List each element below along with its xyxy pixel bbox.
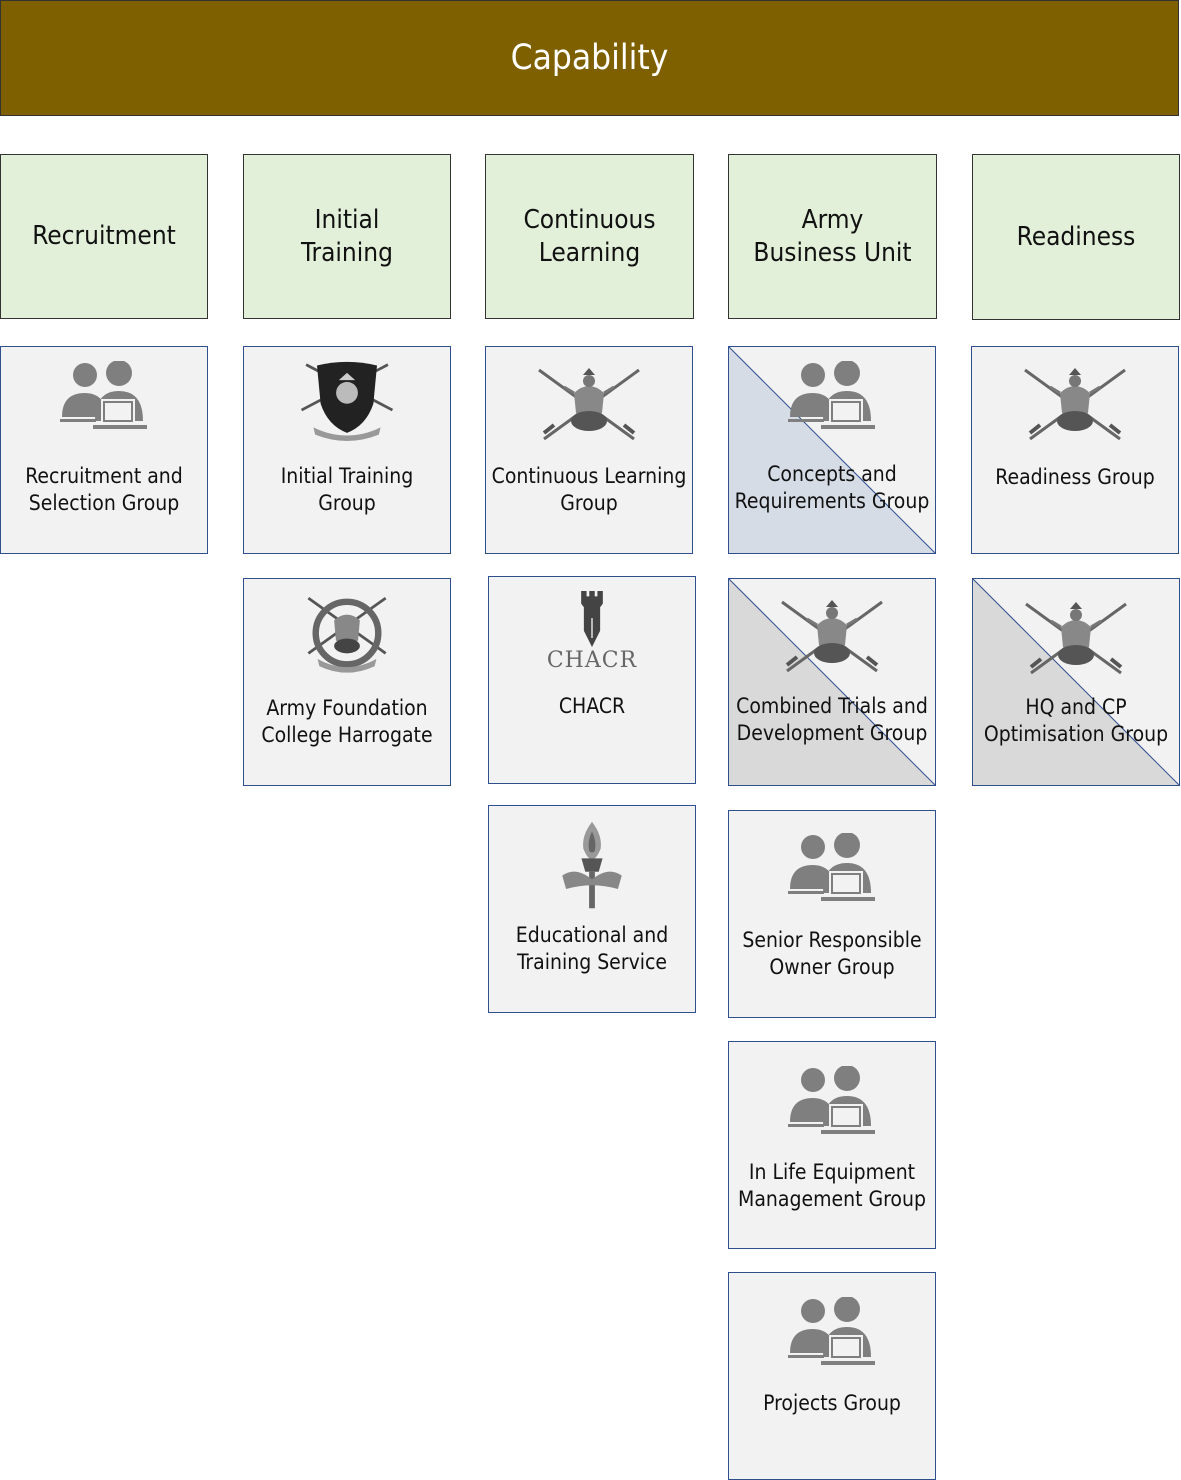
card-readiness-group[interactable]: Readiness Group — [971, 346, 1179, 554]
crossed-swords-crest-icon — [534, 365, 644, 445]
column-label: Continuous Learning — [523, 204, 656, 268]
card-chacr[interactable]: CHACR CHACR — [488, 576, 696, 784]
people-laptop-icon — [787, 833, 877, 903]
card-educational-training-service[interactable]: Educational and Training Service — [488, 805, 696, 1013]
card-label: Projects Group — [763, 1391, 901, 1415]
people-laptop-icon — [787, 361, 877, 431]
card-label: Army Foundation College Harrogate — [261, 696, 433, 747]
card-label: Combined Trials and Development Group — [736, 694, 928, 745]
card-army-foundation-college[interactable]: Army Foundation College Harrogate — [243, 578, 451, 786]
card-label: CHACR — [558, 694, 626, 718]
diagonal-fill — [729, 347, 935, 553]
card-hq-cp-optimisation-group[interactable]: HQ and CP Optimisation Group — [972, 578, 1180, 786]
diagonal-fill — [729, 579, 935, 785]
people-laptop-icon — [59, 361, 149, 431]
card-projects-group[interactable]: Projects Group — [728, 1272, 936, 1480]
capability-header: Capability — [0, 0, 1179, 116]
column-army-business-unit: Army Business Unit — [728, 154, 937, 319]
diagonal-fill — [973, 579, 1179, 785]
card-senior-responsible-owner-group[interactable]: Senior Responsible Owner Group — [728, 810, 936, 1018]
column-label: Initial Training — [301, 204, 393, 268]
people-laptop-icon — [787, 1066, 877, 1136]
wreath-crest-icon — [301, 591, 393, 677]
chacr-logo-text: CHACR — [546, 648, 638, 673]
column-label: Readiness — [1016, 221, 1136, 252]
chacr-tower-icon — [581, 591, 603, 647]
column-readiness: Readiness — [972, 154, 1180, 320]
card-label: Recruitment and Selection Group — [25, 464, 183, 515]
card-label: Educational and Training Service — [515, 923, 669, 974]
column-label: Army Business Unit — [753, 204, 912, 268]
column-label: Recruitment — [32, 221, 176, 251]
crossed-swords-crest-icon — [1020, 365, 1130, 445]
shield-crest-icon — [297, 359, 397, 443]
card-label: Continuous Learning Group — [491, 464, 687, 515]
card-concepts-requirements-group[interactable]: Concepts and Requirements Group — [728, 346, 936, 554]
card-label: Senior Responsible Owner Group — [742, 928, 922, 979]
column-initial-training: Initial Training — [243, 154, 451, 319]
card-continuous-learning-group[interactable]: Continuous Learning Group — [485, 346, 693, 554]
card-combined-trials-group[interactable]: Combined Trials and Development Group — [728, 578, 936, 786]
card-label: Initial Training Group — [280, 464, 414, 515]
people-laptop-icon — [787, 1297, 877, 1367]
card-label: Readiness Group — [995, 465, 1155, 489]
column-continuous-learning: Continuous Learning — [485, 154, 694, 319]
crossed-swords-crest-icon — [777, 597, 887, 677]
card-label: HQ and CP Optimisation Group — [983, 695, 1169, 746]
card-label: In Life Equipment Management Group — [738, 1160, 926, 1211]
card-recruitment-selection-group[interactable]: Recruitment and Selection Group — [0, 346, 208, 554]
capability-title: Capability — [510, 38, 669, 78]
column-recruitment: Recruitment — [0, 154, 208, 319]
card-initial-training-group[interactable]: Initial Training Group — [243, 346, 451, 554]
card-in-life-equipment-group[interactable]: In Life Equipment Management Group — [728, 1041, 936, 1249]
card-label: Concepts and Requirements Group — [734, 462, 930, 513]
torch-crest-icon — [557, 818, 627, 914]
crossed-swords-crest-icon — [1021, 599, 1131, 679]
